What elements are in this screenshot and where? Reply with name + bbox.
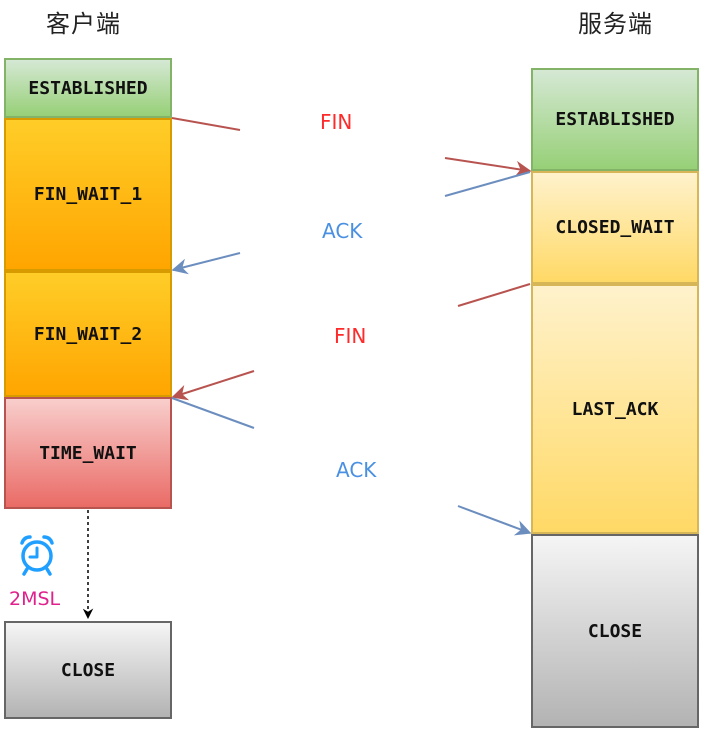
- server-title: 服务端: [578, 10, 653, 38]
- server-state-close: CLOSE: [531, 534, 699, 728]
- client-state-established: ESTABLISHED: [4, 58, 172, 118]
- ack-arrow-server-segment: [444, 171, 531, 197]
- fin-arrow-client-segment: [171, 117, 241, 131]
- client-state-time-wait: TIME_WAIT: [4, 397, 172, 509]
- message-label-fin-2: FIN: [334, 324, 367, 348]
- ack2-arrow-server-segment: [457, 505, 532, 536]
- ack2-arrow-client-segment: [171, 397, 255, 429]
- message-label-ack-2: ACK: [336, 458, 377, 482]
- server-state-established: ESTABLISHED: [531, 68, 699, 171]
- fin2-arrow-server-segment: [457, 283, 531, 307]
- timer-label-2msl: 2MSL: [9, 588, 61, 610]
- alarm-clock-icon: [20, 535, 54, 576]
- client-title: 客户端: [46, 10, 121, 38]
- client-state-fin-wait-2: FIN_WAIT_2: [4, 271, 172, 397]
- message-label-ack-1: ACK: [322, 219, 363, 243]
- fin-arrow-server-segment: [444, 157, 532, 177]
- client-state-fin-wait-1: FIN_WAIT_1: [4, 118, 172, 271]
- client-state-close: CLOSE: [4, 621, 172, 719]
- server-state-closed-wait: CLOSED_WAIT: [531, 171, 699, 284]
- server-state-last-ack: LAST_ACK: [531, 284, 699, 534]
- ack-arrow-client-segment: [171, 252, 241, 275]
- message-label-fin-1: FIN: [320, 110, 353, 134]
- fin2-arrow-client-segment: [171, 370, 255, 401]
